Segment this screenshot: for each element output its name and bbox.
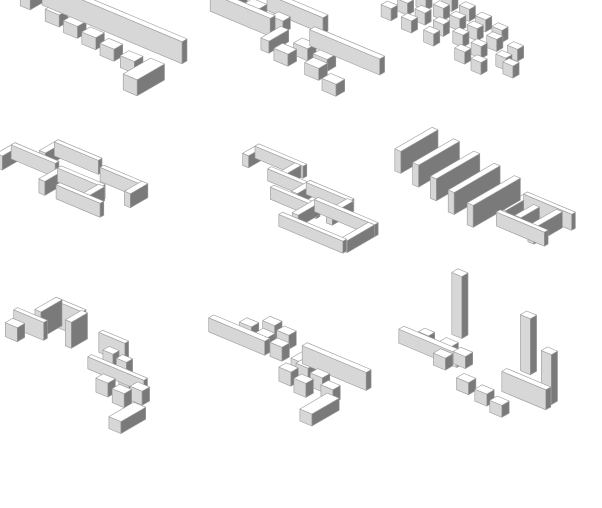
block-front-face: [448, 190, 454, 215]
panel-double-rows: [210, 0, 384, 96]
building-block: [20, 0, 44, 10]
building-block: [424, 26, 440, 46]
panel-scattered-blocks: [381, 0, 524, 78]
block-front-face: [430, 176, 436, 201]
block-side-face: [462, 273, 468, 339]
building-block: [322, 73, 345, 96]
building-block: [455, 44, 471, 64]
building-block: [490, 396, 509, 417]
building-block: [109, 402, 146, 433]
building-block: [209, 315, 270, 355]
block-side-face: [44, 320, 48, 340]
block-front-face: [467, 203, 473, 228]
block-front-face: [395, 149, 401, 174]
block-front-face: [124, 191, 130, 208]
block-front-face: [65, 320, 71, 349]
block-front-face: [520, 315, 530, 375]
building-block: [452, 269, 468, 339]
panel-two-towers: [399, 269, 558, 418]
building-block: [401, 13, 417, 33]
block-side-face: [100, 201, 104, 217]
building-block: [100, 38, 123, 61]
block-side-face: [182, 39, 187, 64]
panel-l-shaped-block: [5, 297, 149, 433]
building-block: [471, 55, 487, 75]
block-side-face: [544, 230, 548, 246]
building-block: [294, 374, 314, 397]
panel-open-courts: [243, 144, 379, 253]
building-block: [381, 1, 397, 21]
block-side-face: [572, 212, 576, 230]
block-front-face: [20, 0, 30, 10]
block-side-face: [551, 351, 557, 405]
block-side-face: [452, 0, 458, 12]
block-side-face: [380, 56, 385, 75]
panel-parallel-slabs: [395, 127, 576, 246]
panel-linear-perimeter: [20, 0, 187, 96]
block-front-face: [413, 163, 419, 188]
block-side-face: [546, 387, 551, 410]
panel-four-courtyards: [0, 140, 148, 218]
block-front-face: [452, 272, 462, 338]
building-block: [300, 393, 339, 426]
block-side-face: [530, 315, 536, 375]
block-side-face: [30, 0, 44, 10]
panel-mixed-blocks: [209, 315, 371, 426]
building-block: [457, 373, 476, 394]
building-block: [467, 21, 483, 41]
building-block: [487, 32, 503, 52]
building-block: [398, 0, 414, 15]
block-side-face: [366, 370, 371, 391]
building-block: [270, 338, 289, 361]
building-block: [274, 43, 297, 66]
building-block: [520, 311, 536, 375]
building-block: [503, 58, 519, 78]
